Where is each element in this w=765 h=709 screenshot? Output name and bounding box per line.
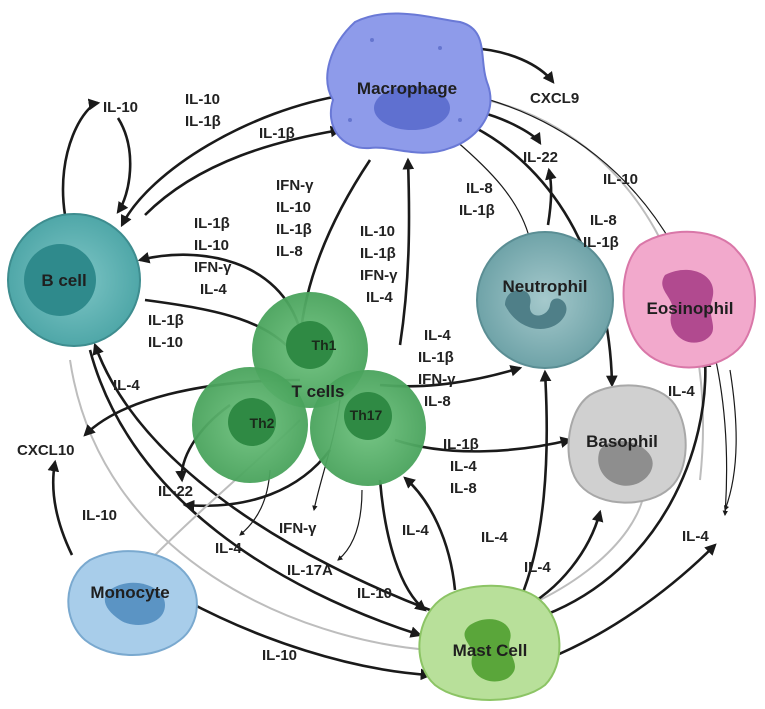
- label-il4-eos: IL-4: [668, 383, 695, 400]
- mast-cell: Mast Cell: [418, 584, 561, 701]
- label-t-to-neu-3: IFN-γ: [418, 371, 456, 388]
- th1-label: Th1: [312, 337, 337, 353]
- macrophage-cell: Macrophage: [326, 12, 492, 154]
- label-mac-to-neu-1: IL-8: [466, 180, 493, 197]
- label-il4-mast-t: IL-4: [402, 522, 429, 539]
- interaction-arrows: [47, 46, 737, 681]
- monocyte-label: Monocyte: [90, 583, 169, 602]
- neutrophil-cell: Neutrophil: [476, 231, 614, 369]
- label-mac-to-baso-1: IL-8: [590, 212, 617, 229]
- mast-cell-label: Mast Cell: [453, 641, 528, 660]
- neutrophil-label: Neutrophil: [503, 277, 588, 296]
- label-b-t-3: IFN-γ: [194, 259, 232, 276]
- label-il17a: IL-17A: [287, 562, 333, 579]
- eosinophil-label: Eosinophil: [647, 299, 734, 318]
- label-il10-mono: IL-10: [82, 507, 117, 524]
- label-mac-to-t-3: IL-1β: [276, 221, 312, 238]
- label-mac-to-t-1: IFN-γ: [276, 177, 314, 194]
- label-il10-right: IL-10: [603, 171, 638, 188]
- label-t-to-neu-4: IL-8: [424, 393, 451, 410]
- label-il4-mast-baso: IL-4: [524, 559, 551, 576]
- label-mac-to-t-4: IL-8: [276, 243, 303, 260]
- cytokine-labels: IL-10 IL-10 IL-1β IL-1β CXCL9 IL-22 IL-8…: [17, 90, 709, 664]
- label-t-to-mac-3: IFN-γ: [360, 267, 398, 284]
- b-cell: B cell: [7, 213, 141, 347]
- label-il22-bottom: IL-22: [158, 483, 193, 500]
- label-cxcl10: CXCL10: [17, 442, 75, 459]
- macrophage-label: Macrophage: [357, 79, 457, 98]
- label-t-to-mac-1: IL-10: [360, 223, 395, 240]
- label-mac-to-t-2: IL-10: [276, 199, 311, 216]
- label-t-to-baso-1: IL-1β: [443, 436, 479, 453]
- label-t-to-neu-1: IL-4: [424, 327, 451, 344]
- label-mac-to-neu-2: IL-1β: [459, 202, 495, 219]
- label-t-to-baso-2: IL-4: [450, 458, 477, 475]
- basophil-label: Basophil: [586, 432, 658, 451]
- label-il10-mast: IL-10: [357, 585, 392, 602]
- th17-label: Th17: [350, 407, 383, 423]
- label-il22-top: IL-22: [523, 149, 558, 166]
- label-mac-to-baso-2: IL-1β: [583, 234, 619, 251]
- label-il10-mono-mast: IL-10: [262, 647, 297, 664]
- label-ifng-bottom: IFN-γ: [279, 520, 317, 537]
- b-cell-label: B cell: [41, 271, 86, 290]
- label-il4-left: IL-4: [113, 377, 140, 394]
- t-cells-label: T cells: [292, 382, 345, 401]
- label-t-to-mac-2: IL-1β: [360, 245, 396, 262]
- label-il10-top-left: IL-10: [103, 99, 138, 116]
- label-b-t-2: IL-10: [194, 237, 229, 254]
- t-cells-cluster: Th1 Th2 Th17 T cells: [192, 292, 426, 486]
- label-cxcl9: CXCL9: [530, 90, 579, 107]
- label-il1b-mac: IL-1β: [259, 125, 295, 142]
- label-b-from-mac-1: IL-10: [185, 91, 220, 108]
- label-il4-th2: IL-4: [215, 540, 242, 557]
- label-t-to-neu-2: IL-1β: [418, 349, 454, 366]
- label-il4-right: IL-4: [682, 528, 709, 545]
- monocyte-cell: Monocyte: [67, 550, 198, 656]
- label-b-from-mac-2: IL-1β: [185, 113, 221, 130]
- th2-label: Th2: [250, 415, 275, 431]
- label-b-to-t-2: IL-10: [148, 334, 183, 351]
- label-t-to-baso-3: IL-8: [450, 480, 477, 497]
- label-b-t-4: IL-4: [200, 281, 227, 298]
- basophil-cell: Basophil: [567, 384, 687, 504]
- eosinophil-cell: Eosinophil: [622, 230, 757, 369]
- label-b-to-t-1: IL-1β: [148, 312, 184, 329]
- label-t-to-mac-4: IL-4: [366, 289, 393, 306]
- label-il4-mast-neu: IL-4: [481, 529, 508, 546]
- label-b-t-1: IL-1β: [194, 215, 230, 232]
